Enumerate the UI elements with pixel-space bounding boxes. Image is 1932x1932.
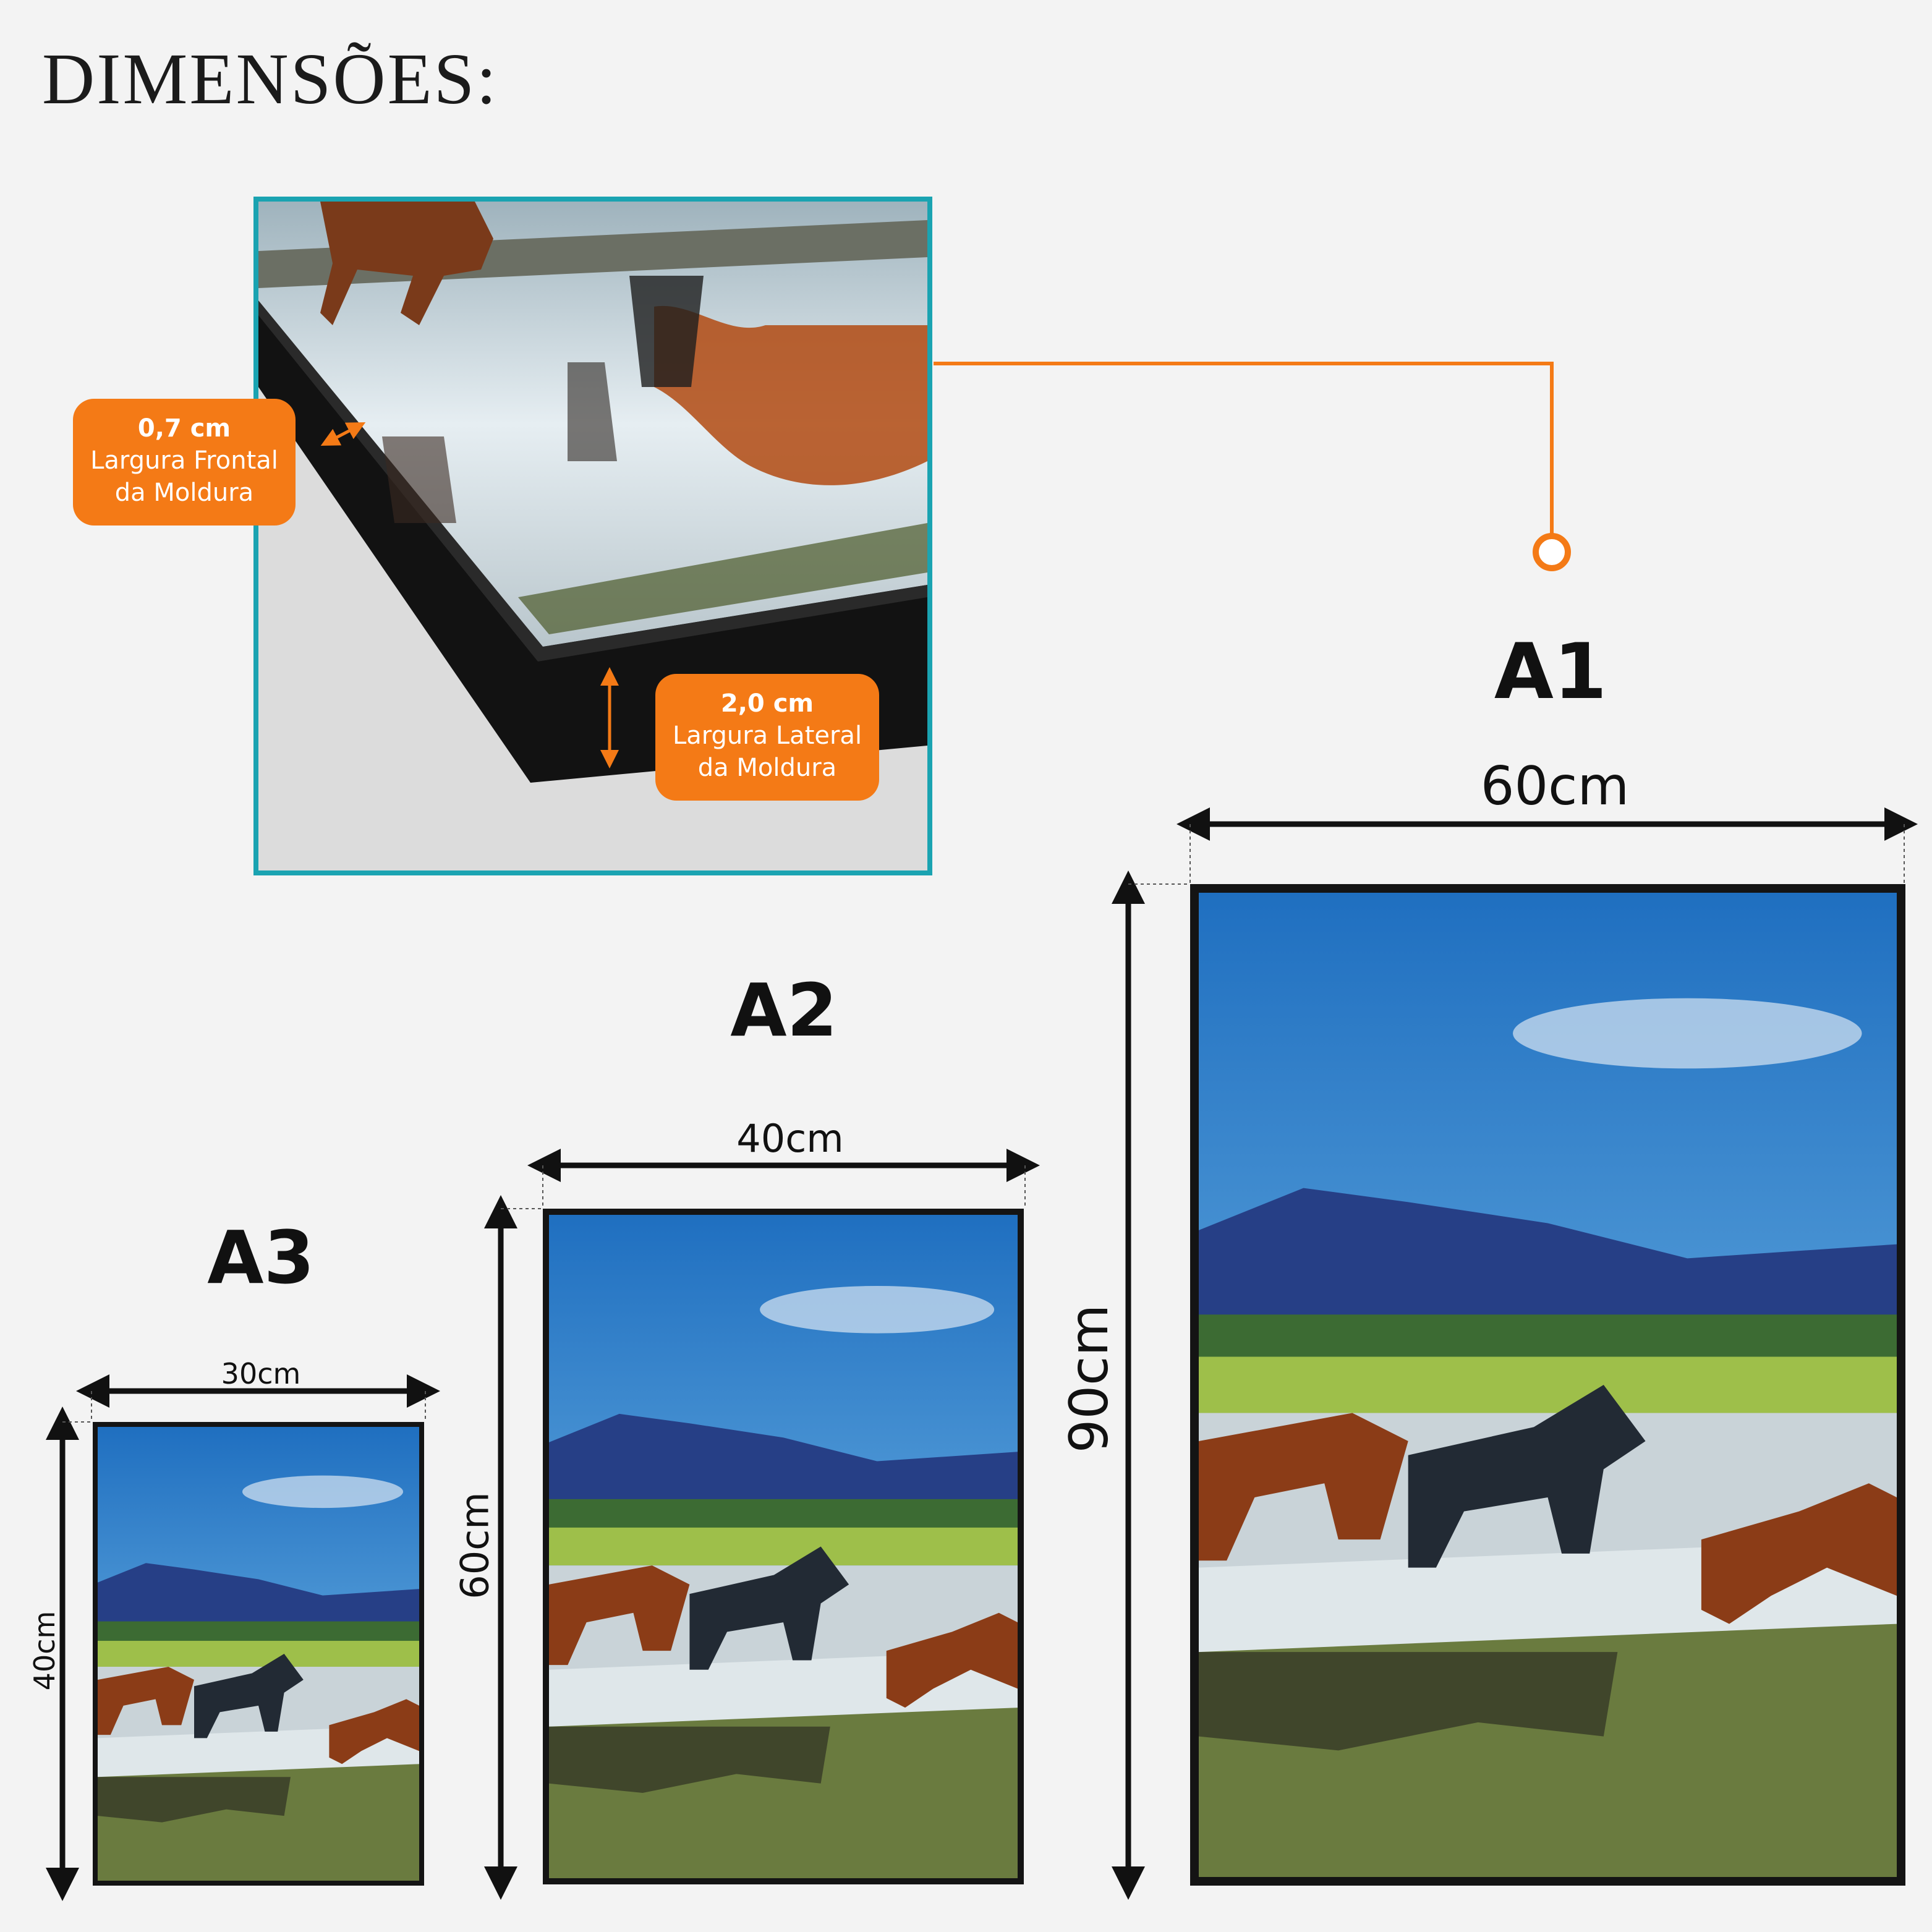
a1-size-name: A1: [1494, 628, 1607, 717]
a2-size-name: A2: [730, 968, 838, 1053]
side-width-line1: Largura Lateral: [672, 721, 862, 750]
a3-framed-print: [93, 1422, 424, 1886]
a3-size-name: A3: [207, 1215, 315, 1300]
a2-framed-print: [543, 1209, 1024, 1884]
frame-detail-photo: [253, 197, 932, 875]
horses-landscape-image: [98, 1427, 419, 1881]
a2-width-label: 40cm: [736, 1116, 844, 1161]
front-width-value: 0,7 cm: [137, 414, 231, 443]
side-width-line2: da Moldura: [697, 754, 837, 782]
front-width-line2: da Moldura: [114, 479, 254, 507]
a1-height-label: 90cm: [1058, 1304, 1120, 1453]
connector-dot: [1533, 533, 1571, 571]
front-width-badge: 0,7 cm Largura Frontal da Moldura: [73, 399, 296, 526]
front-width-line1: Largura Frontal: [90, 446, 278, 475]
a2-height-label: 60cm: [452, 1492, 498, 1599]
page-title: DIMENSÕES:: [42, 38, 499, 119]
a1-width-label: 60cm: [1480, 755, 1630, 817]
side-width-value: 2,0 cm: [720, 689, 814, 718]
side-width-badge: 2,0 cm Largura Lateral da Moldura: [655, 674, 879, 801]
connector-line: [934, 362, 1554, 538]
a3-height-label: 40cm: [28, 1611, 61, 1691]
horses-landscape-image: [549, 1215, 1018, 1878]
a3-width-label: 30cm: [221, 1357, 301, 1390]
horses-landscape-image: [1199, 893, 1897, 1877]
a1-framed-print: [1190, 884, 1905, 1886]
frame-corner-illustration: [258, 202, 927, 870]
